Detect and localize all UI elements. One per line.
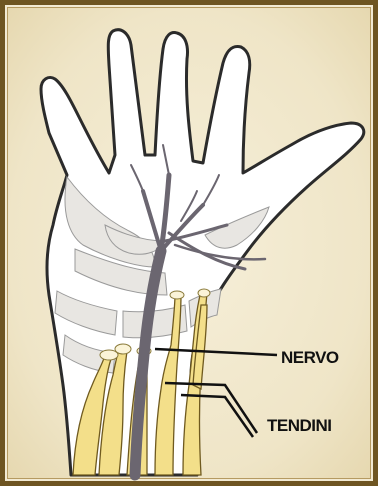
hand-anatomy-diagram: NERVO TENDINI <box>5 5 378 486</box>
nerve-label: NERVO <box>281 348 339 367</box>
tendons-label: TENDINI <box>267 416 332 435</box>
